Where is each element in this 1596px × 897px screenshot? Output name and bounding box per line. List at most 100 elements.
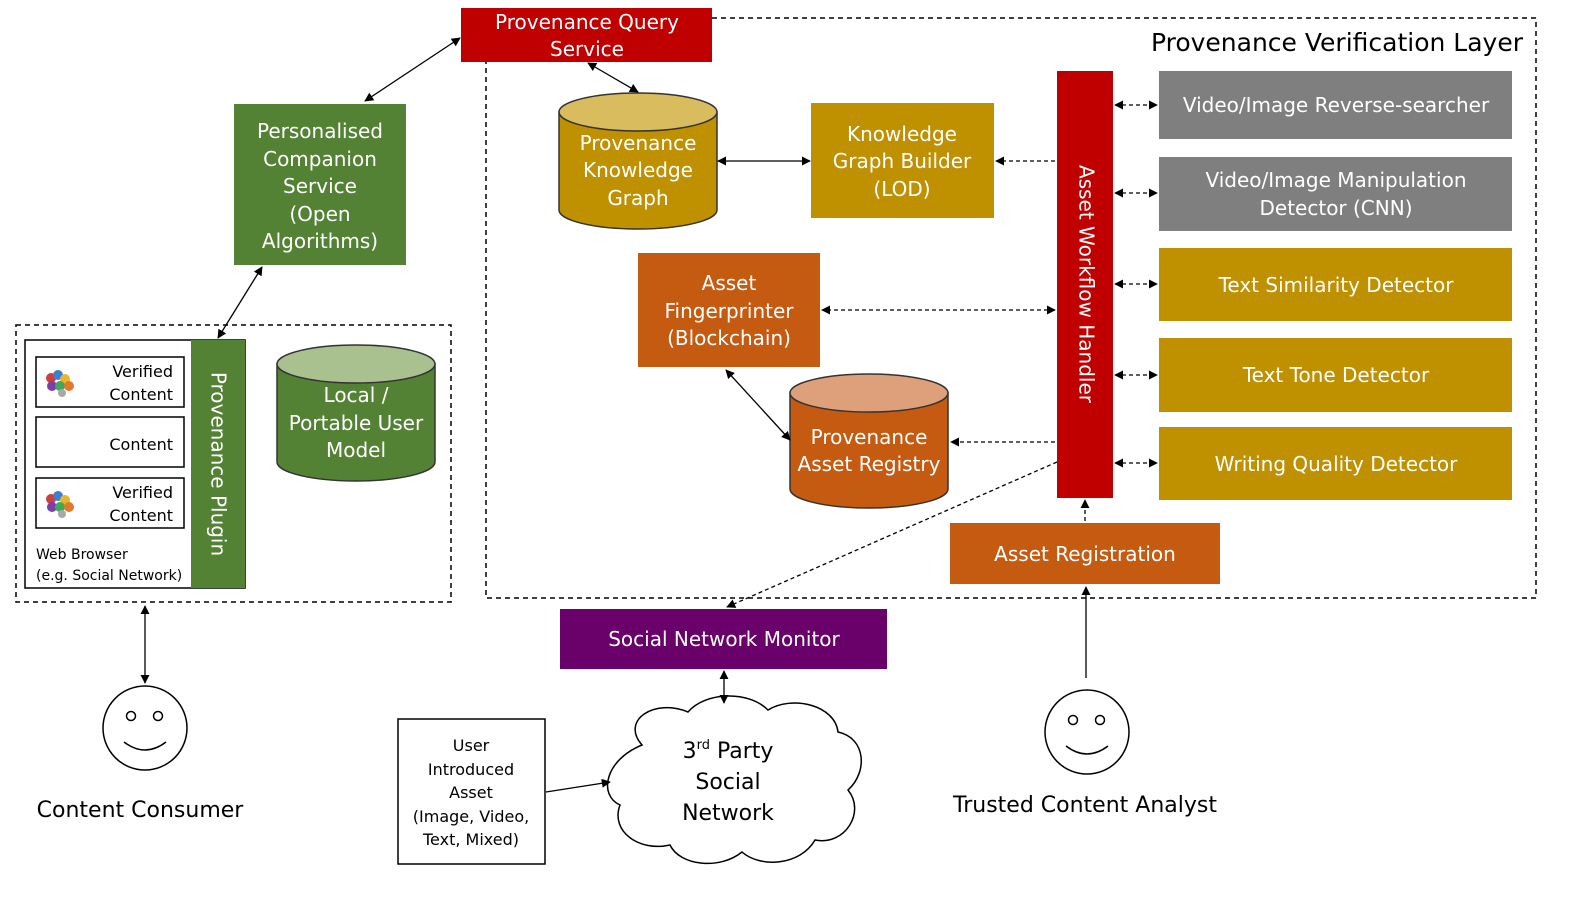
web-browser-panel: Verified Content Content Verified Conten… [24,339,246,589]
fingerprinter-label-2: Fingerprinter [664,299,794,323]
asset-registration-label: Asset Registration [994,542,1176,566]
edge-asset-cloud [545,778,611,793]
edge-query-graph [587,62,639,93]
fingerprinter-label-3: (Blockchain) [667,326,791,350]
detector-writing-quality-rect [1159,427,1512,500]
browser-item-plain [35,416,185,468]
browser-item-3-line-2: Content [109,506,173,525]
query-service-rect [461,8,712,62]
content-consumer-label: Content Consumer [37,798,245,823]
graph-builder-label-1: Knowledge [847,122,957,146]
graph-builder-label-3: (LOD) [873,177,930,201]
browser-item-3-line-1: Verified [112,483,173,502]
user-asset-label-4: (Image, Video, [413,807,529,826]
trusted-analyst-actor: Trusted Content Analyst [952,689,1217,818]
companion-service-rect [234,104,406,265]
detector-text-similarity-rect [1159,248,1512,321]
fingerprinter-rect [638,253,820,367]
cloud-label-1: 3rd Party [683,738,774,764]
trusted-analyst-label: Trusted Content Analyst [952,793,1217,818]
detector-text-tone-rect [1159,338,1512,412]
user-asset-label-2: Introduced [428,760,514,779]
verified-badge-icon [46,370,74,397]
browser-caption-2: (e.g. Social Network) [36,568,182,584]
cloud-shape [606,695,862,865]
companion-label-1: Personalised [257,119,383,143]
smiley-face-icon [1044,689,1130,775]
companion-service-box: Personalised Companion Service (Open Alg… [234,104,406,265]
graph-builder-rect [811,103,994,218]
query-service-box: Provenance Query Service [461,8,712,62]
connectors [140,37,1091,793]
asset-registry-cylinder: Provenance Asset Registry [789,373,949,509]
workflow-handler-label: Asset Workflow Handler [1075,165,1099,404]
knowledge-graph-label-1: Provenance [580,131,697,155]
verified-badge-icon [46,491,74,518]
knowledge-graph-body [558,111,718,230]
edge-fingerprinter-registry [725,369,791,441]
user-model-label-1: Local / [324,383,389,407]
browser-item-2-line-1: Content [109,435,173,454]
detector-manipulation: Video/Image Manipulation Detector (CNN) [1159,157,1512,231]
asset-registry-label-2: Asset Registry [798,452,941,476]
user-asset-rect [397,718,546,865]
companion-label-3: Service [283,174,357,198]
asset-registry-body [789,392,949,509]
detector-reverse-search: Video/Image Reverse-searcher [1159,71,1512,139]
content-consumer-actor: Content Consumer [37,685,245,823]
detector-text-similarity: Text Similarity Detector [1159,248,1512,321]
asset-registry-label-1: Provenance [811,425,928,449]
detector-text-tone: Text Tone Detector [1159,338,1512,412]
user-asset-box: User Introduced Asset (Image, Video, Tex… [397,718,546,865]
user-model-label-2: Portable User [289,411,424,435]
verification-layer-border [485,17,1537,599]
provenance-plugin-rect [191,340,245,588]
detector-writing-quality-label: Writing Quality Detector [1215,452,1459,476]
graph-builder-label-2: Graph Builder [833,149,972,173]
edge-query-companion [364,37,461,102]
dashed-connectors [726,100,1158,608]
detector-reverse-search-rect [1159,71,1512,139]
user-model-label-3: Model [326,438,386,462]
asset-registration-rect [950,523,1220,584]
social-monitor-rect [560,609,887,669]
detector-text-tone-label: Text Tone Detector [1242,363,1430,387]
browser-item-1-line-1: Verified [112,362,173,381]
third-party-network-cloud: 3rd Party Social Network [606,695,862,865]
workflow-handler-rect [1057,71,1113,498]
browser-caption-1: Web Browser [36,547,128,563]
companion-label-4: (Open [289,202,350,226]
edge-companion-plugin [217,266,263,339]
detector-manipulation-label-1: Video/Image Manipulation [1205,168,1466,192]
cloud-label-2: Social [695,770,760,795]
user-asset-label-5: Text, Mixed) [422,830,519,849]
knowledge-graph-top [558,92,718,132]
smiley-face-icon [102,685,188,771]
graph-builder-box: Knowledge Graph Builder (LOD) [811,103,994,218]
knowledge-graph-label-3: Graph [607,186,668,210]
workflow-handler-bar: Asset Workflow Handler [1057,71,1113,498]
fingerprinter-box: Asset Fingerprinter (Blockchain) [638,253,820,367]
user-asset-label-1: User [453,736,490,755]
companion-label-2: Companion [263,147,377,171]
provenance-plugin-label: Provenance Plugin [207,372,231,556]
detector-writing-quality: Writing Quality Detector [1159,427,1512,500]
query-service-label-2: Service [550,37,624,61]
companion-label-5: Algorithms) [262,229,378,253]
asset-registry-top [789,373,949,413]
social-monitor-label: Social Network Monitor [608,627,840,651]
detector-manipulation-label-2: Detector (CNN) [1260,196,1413,220]
query-service-label-1: Provenance Query [495,10,679,34]
user-model-cylinder: Local / Portable User Model [276,344,436,482]
layer-title: Provenance Verification Layer [1151,28,1524,57]
knowledge-graph-cylinder: Provenance Knowledge Graph [558,92,718,230]
asset-registration-box: Asset Registration [950,523,1220,584]
cloud-label-3: Network [682,801,774,826]
user-model-top [276,344,436,384]
knowledge-graph-label-2: Knowledge [583,158,693,182]
user-model-body [276,363,436,482]
detector-text-similarity-label: Text Similarity Detector [1218,273,1455,297]
social-monitor-box: Social Network Monitor [560,609,887,669]
fingerprinter-label-1: Asset [702,271,757,295]
